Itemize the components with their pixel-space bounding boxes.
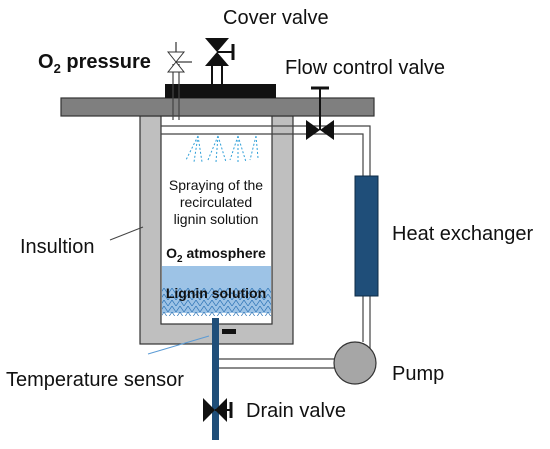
cover-plate [165, 84, 276, 98]
flow-control-valve [306, 86, 334, 140]
spraying-label-line2: recirculated [180, 194, 252, 210]
temperature-sensor [222, 329, 236, 334]
heat-exchanger [354, 175, 379, 297]
o2-pressure-symbol: O [38, 51, 54, 73]
recirculation-pipe-top-inner [161, 133, 364, 176]
insulation-pointer [109, 226, 144, 241]
o2-pressure-text: pressure [61, 51, 151, 73]
temperature-sensor-label: Temperature sensor [6, 369, 184, 391]
o2-atmosphere-subscript: 2 [177, 254, 183, 265]
spraying-label-line1: Spraying of the [169, 177, 263, 193]
drain-valve-label: Drain valve [246, 400, 346, 422]
lignin-solution-hatch [162, 288, 271, 316]
spray-drops [185, 135, 259, 163]
lignin-solution-label: Lignin solution [166, 285, 266, 301]
cover-valve [205, 38, 235, 84]
o2-atmosphere-label: O2 atmosphere [166, 245, 266, 265]
o2-inlet-valve [166, 42, 192, 120]
reactor-lid [60, 97, 375, 117]
heat-exchanger-label: Heat exchanger [392, 223, 534, 245]
o2-atmosphere-symbol: O [166, 245, 177, 261]
o2-atmosphere-text: atmosphere [183, 245, 266, 261]
insulation-label: Insultion [20, 236, 95, 258]
pump [333, 341, 377, 385]
spraying-label-line3: lignin solution [174, 211, 259, 227]
recirculation-pipe-top [161, 125, 371, 176]
temperature-sensor-pointer [147, 335, 210, 355]
flow-control-valve-label: Flow control valve [285, 57, 445, 79]
cover-valve-label: Cover valve [223, 7, 329, 29]
drain-pipe [212, 318, 219, 440]
o2-pressure-subscript: 2 [54, 61, 61, 76]
drain-valve [203, 398, 233, 422]
o2-pressure-label: O2 pressure [38, 51, 151, 76]
pump-label: Pump [392, 363, 444, 385]
